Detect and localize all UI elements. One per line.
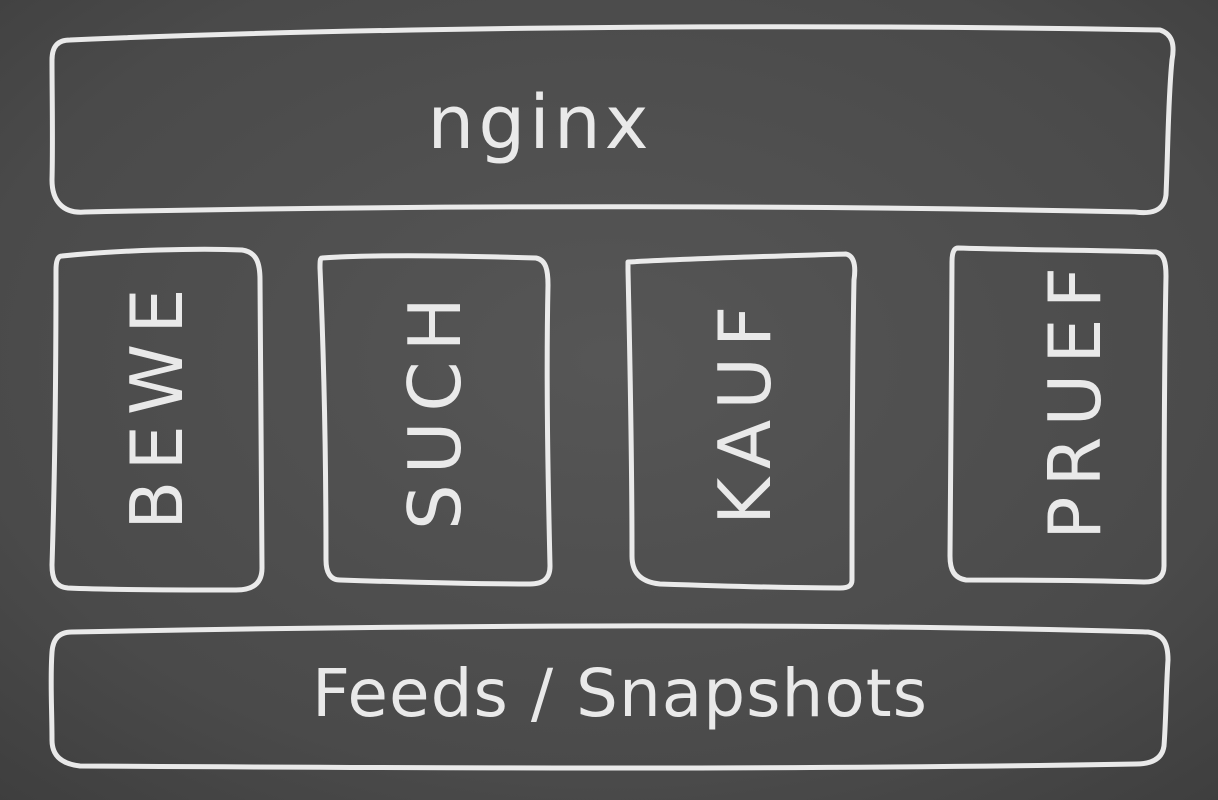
service-label-pruef: PRUEF bbox=[1033, 257, 1117, 540]
service-label-kauf: KAUF bbox=[703, 296, 787, 525]
service-box-such: SUCH bbox=[317, 253, 553, 587]
feeds-snapshots-label: Feeds / Snapshots bbox=[312, 655, 928, 732]
service-box-outline bbox=[317, 253, 553, 587]
service-label-such: SUCH bbox=[393, 287, 477, 530]
service-box-outline bbox=[49, 246, 265, 593]
nginx-label: nginx bbox=[427, 80, 652, 166]
service-box-pruef: PRUEF bbox=[947, 245, 1169, 585]
service-box-kauf: KAUF bbox=[625, 251, 858, 591]
nginx-layer: nginx bbox=[49, 24, 1176, 216]
service-box-bewe: BEWE bbox=[49, 246, 265, 593]
service-label-bewe: BEWE bbox=[115, 278, 199, 530]
feeds-snapshots-layer-box bbox=[48, 623, 1171, 771]
service-box-outline bbox=[947, 245, 1169, 585]
nginx-layer-box bbox=[49, 24, 1176, 216]
feeds-snapshots-layer: Feeds / Snapshots bbox=[48, 623, 1171, 771]
service-box-outline bbox=[625, 251, 858, 591]
